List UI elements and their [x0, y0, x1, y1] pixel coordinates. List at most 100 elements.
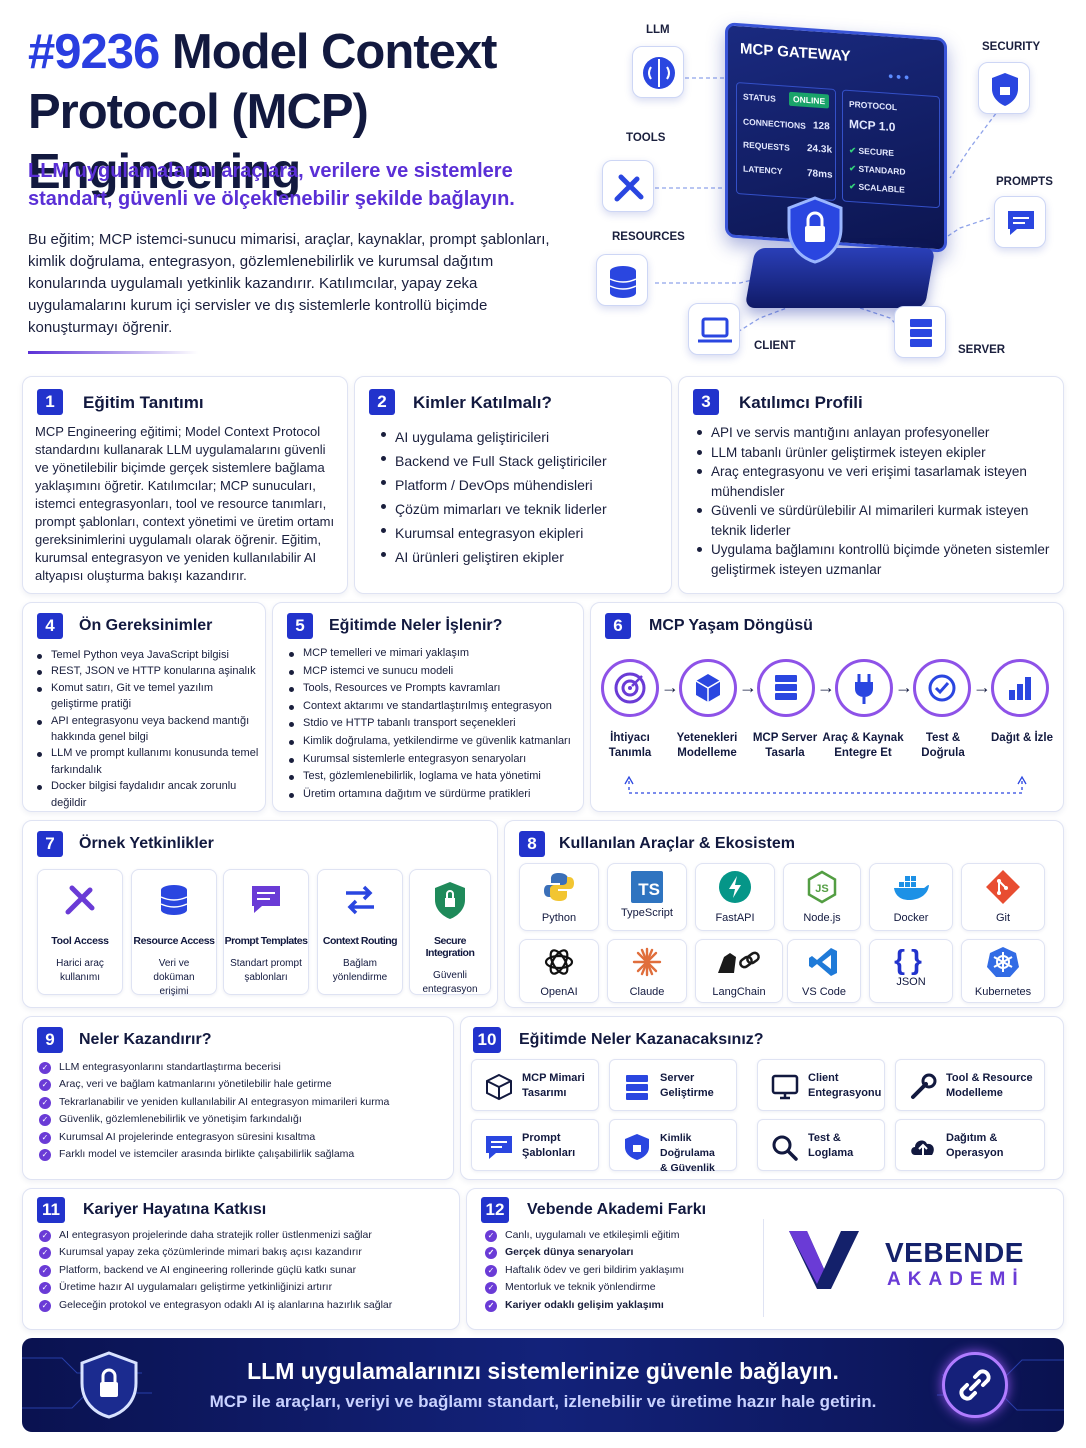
section-title: Eğitim Tanıtımı	[83, 393, 204, 412]
server-label: SERVER	[958, 344, 1006, 356]
skill-desc: Güvenli entegrasyon	[422, 970, 478, 995]
protocol-label: PROTOCOL	[849, 98, 898, 113]
audience-list: AI uygulama geliştiricileri Backend ve F…	[379, 425, 669, 569]
shield-lock-icon	[625, 1134, 649, 1160]
client-label: CLIENT	[754, 340, 796, 352]
gain-line1: Prompt	[522, 1132, 561, 1144]
section-number: 3	[693, 389, 719, 415]
section-title: Kimler Katılmalı?	[413, 393, 552, 412]
docker-icon	[894, 876, 929, 900]
tool-tile-nodejs: JS Node.js	[783, 863, 861, 931]
section-number: 4	[37, 613, 63, 639]
brand-subname: AKADEMİ	[887, 1269, 1025, 1290]
curriculum-list: MCP temelleri ve mimari yaklaşım MCP ist…	[287, 645, 583, 803]
latency-label: LATENCY	[743, 163, 783, 177]
tool-tile-kubernetes: Kubernetes	[961, 939, 1045, 1003]
security-node	[978, 62, 1030, 114]
section-number: 5	[287, 613, 313, 639]
resources-label: RESOURCES	[612, 231, 685, 243]
gain-card: Dağıtım &Operasyon	[895, 1119, 1045, 1171]
tool-label: JSON	[896, 976, 926, 988]
list-item: LLM tabanlı ürünler geliştirmek isteyen …	[695, 443, 1051, 463]
section-who-should-attend: 2 Kimler Katılmalı? AI uygulama geliştir…	[354, 376, 672, 594]
lifecycle-label: Yetenekleri Modelleme	[676, 732, 738, 759]
section-title: Kariyer Hayatına Katkısı	[83, 1201, 267, 1218]
check-circle-icon	[928, 674, 956, 702]
check-standard: STANDARD	[858, 163, 906, 177]
list-item: Kurumsal AI projelerinde entegrasyon sür…	[39, 1129, 449, 1146]
server-node	[894, 306, 946, 358]
security-label: SECURITY	[982, 41, 1041, 53]
tool-label: Python	[541, 912, 577, 924]
skill-desc: Veri ve doküman erişimi	[153, 958, 195, 997]
connections-label: CONNECTIONS	[743, 116, 806, 131]
skill-title: Context Routing	[322, 935, 398, 947]
latency-value: 78ms	[807, 167, 833, 181]
section-title: Eğitimde Neler İşlenir?	[329, 617, 503, 634]
section-number: 6	[605, 613, 631, 639]
section-title: Örnek Yetkinlikler	[79, 835, 214, 852]
lifecycle-label: Dağıt & İzle	[991, 732, 1053, 744]
gain-line1: Server	[660, 1072, 695, 1084]
list-item: Stdio ve HTTP tabanlı transport seçenekl…	[287, 715, 583, 733]
json-icon: {}	[894, 944, 928, 975]
nodejs-icon: JS	[807, 870, 837, 904]
skill-desc: Harici araç kullanımı	[56, 958, 104, 983]
section-number: 2	[369, 389, 395, 415]
tool-tile-openai: OpenAI	[519, 939, 599, 1003]
cloud-upload-icon	[911, 1140, 934, 1155]
prereq-list: Temel Python veya JavaScript bilgisi RES…	[35, 647, 261, 811]
server-icon	[910, 319, 932, 347]
gain-line1: Kimlik Doğrulama	[660, 1132, 715, 1159]
list-item: Kurumsal sistemlerle entegrasyon senaryo…	[287, 751, 583, 769]
list-item: Güvenli ve sürdürülebilir AI mimarileri …	[695, 501, 1051, 540]
database-icon	[609, 266, 637, 298]
section-body: MCP Engineering eğitimi; Model Context P…	[35, 424, 335, 583]
laptop-icon	[698, 317, 732, 343]
section-sample-skills: 7 Örnek Yetkinlikler Tool Access Harici …	[22, 820, 498, 1008]
lifecycle-loop	[624, 775, 1027, 794]
list-item: Güvenlik, gözlemlenebilirlik ve yönetişi…	[39, 1111, 449, 1128]
list-item: LLM entegrasyonlarını standartlaştırma b…	[39, 1059, 449, 1076]
gain-line1: Client	[808, 1072, 839, 1084]
list-item: Çözüm mimarları ve teknik liderler	[379, 497, 669, 521]
section-title: Ön Gereksinimler	[79, 617, 213, 634]
prompts-node	[994, 196, 1046, 248]
list-item: AI ürünleri geliştiren ekipler	[379, 545, 669, 569]
gain-line2: Tasarımı	[522, 1087, 567, 1099]
list-item: API ve servis mantığını anlayan profesyo…	[695, 423, 1051, 443]
tool-tile-docker: Docker	[869, 863, 953, 931]
list-item: Backend ve Full Stack geliştiriciler	[379, 449, 669, 473]
wrench-icon	[911, 1073, 937, 1099]
gain-line2: & Güvenlik	[660, 1162, 715, 1174]
bar-chart-icon	[1009, 677, 1031, 700]
database-icon	[160, 885, 188, 915]
section-lifecycle: 6 MCP Yaşam Döngüsü → → → → → İhtiyacı T…	[590, 602, 1064, 812]
tool-tile-json: {} JSON	[869, 939, 953, 1003]
tool-tile-python: Python	[519, 863, 599, 931]
skill-desc: Standart prompt şablonları	[230, 958, 302, 983]
skill-card: Prompt Templates Standart prompt şablonl…	[223, 869, 309, 995]
title-part1: Model Context	[171, 25, 498, 79]
gain-line1: Dağıtım &	[946, 1132, 998, 1144]
section-title: Neler Kazandırır?	[79, 1031, 212, 1048]
gain-card: Kimlik Doğrulama & Güvenlik	[609, 1119, 737, 1174]
skill-title: Tool Access	[51, 935, 109, 947]
list-item: REST, JSON ve HTTP konularına aşinalık	[35, 663, 261, 679]
list-item: Haftalık ödev ve geri bildirim yaklaşımı	[485, 1262, 775, 1279]
logo-mark-icon	[789, 1231, 859, 1289]
footer-subtext: MCP ile araçları, veriyi ve bağlamı stan…	[209, 1392, 877, 1411]
target-icon	[614, 672, 646, 704]
list-item: Farklı model ve istemciler arasında birl…	[39, 1146, 449, 1163]
python-icon	[544, 873, 574, 901]
lifecycle-label: İhtiyacı Tanımla	[608, 732, 652, 759]
section-number: 12	[481, 1197, 509, 1223]
tool-label: Git	[995, 912, 1011, 924]
gain-line2: Modelleme	[946, 1087, 1003, 1099]
tool-tile-git: Git	[961, 863, 1045, 931]
footer-headline: LLM uygulamalarınızı sistemlerinize güve…	[247, 1358, 839, 1384]
plug-icon	[855, 674, 873, 704]
